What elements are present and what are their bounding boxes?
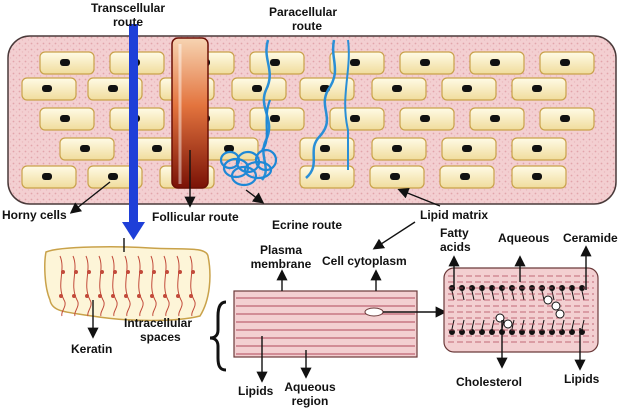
- label-horny-cells: Horny cells: [2, 208, 67, 222]
- lipid-bilayer-panel: [443, 245, 599, 371]
- horny-cell: [249, 51, 305, 75]
- horny-cell: [539, 51, 595, 75]
- label-lipids-left: Lipids: [238, 384, 274, 398]
- keratin-filament: [150, 255, 157, 317]
- horny-cell: [441, 137, 497, 161]
- label-aqueous: Aqueous: [284, 380, 336, 394]
- horny-cell: [399, 51, 455, 75]
- paracellular-path-b: [305, 39, 337, 179]
- cholesterol-ring: [555, 309, 565, 319]
- horny-cell: [21, 77, 77, 101]
- label-cell-cytoplasm: Cell cytoplasm: [322, 254, 407, 268]
- transcellular-arrow: [122, 24, 145, 240]
- horny-cell: [441, 77, 497, 101]
- lipid-head: [509, 329, 515, 335]
- horny-cell: [439, 165, 495, 189]
- lipid-head: [569, 285, 575, 291]
- label-lipid-matrix: Lipid matrix: [420, 208, 489, 222]
- membrane-panel: [233, 269, 447, 383]
- lipid-head: [469, 329, 475, 335]
- follicle-tube: [171, 37, 209, 189]
- cholesterol-ring: [503, 319, 513, 329]
- lipid-head: [489, 285, 495, 291]
- horny-cell: [469, 51, 525, 75]
- horny-cell: [329, 51, 385, 75]
- horny-cell: [231, 77, 287, 101]
- keratin-filament: [189, 255, 196, 317]
- label-keratin: Keratin: [71, 342, 113, 356]
- ecrine-coil: [219, 99, 278, 187]
- horny-cell: [371, 137, 427, 161]
- lipid-head: [459, 329, 465, 335]
- cholesterol-ring: [543, 295, 553, 305]
- horny-cell: [539, 107, 595, 131]
- lipid-head: [569, 329, 575, 335]
- label-intracellular: Intracellular: [124, 316, 193, 330]
- horny-cell: [469, 107, 525, 131]
- horny-cell: [249, 107, 305, 131]
- label-region: region: [291, 394, 329, 408]
- label-transcellular-route: route: [113, 15, 143, 29]
- horny-cell: [299, 137, 355, 161]
- keratin-filament: [137, 255, 144, 317]
- horny-cell: [87, 165, 143, 189]
- keratin-filament: [163, 255, 170, 317]
- horny-cell: [369, 165, 425, 189]
- keratin-filament: [111, 255, 118, 317]
- horny-cell: [299, 77, 355, 101]
- label-lipids-right: Lipids: [564, 372, 600, 386]
- horny-cell: [21, 165, 77, 189]
- horny-cell: [329, 107, 385, 131]
- horny-cell: [39, 51, 95, 75]
- label-plasma: Plasma: [259, 243, 303, 257]
- lipid-head: [579, 285, 585, 291]
- label-follicular-route: Follicular route: [152, 210, 239, 224]
- keratin-filament: [98, 255, 105, 317]
- horny-cell: [299, 165, 355, 189]
- label-spaces: spaces: [140, 330, 181, 344]
- lipid-head: [519, 329, 525, 335]
- label-transcellular: Transcellular: [90, 1, 166, 15]
- lipid-head: [539, 329, 545, 335]
- horny-cell: [39, 107, 95, 131]
- lipid-head: [549, 329, 555, 335]
- horny-cell: [59, 137, 115, 161]
- label-paracellular-route: route: [292, 19, 322, 33]
- lipid-head: [489, 329, 495, 335]
- horny-cell: [511, 137, 567, 161]
- lipid-head: [529, 329, 535, 335]
- horny-cell: [87, 77, 143, 101]
- label-fatty: Fatty: [440, 226, 469, 240]
- cholesterol-ring: [551, 301, 561, 311]
- horny-cell-detail: [44, 238, 211, 339]
- horny-cell: [399, 107, 455, 131]
- label-aqueous-top: Aqueous: [498, 231, 550, 245]
- label-acids: acids: [440, 240, 471, 254]
- keratin-filament: [124, 255, 131, 317]
- horny-cell: [203, 137, 259, 161]
- label-paracellular: Paracellular: [268, 5, 338, 19]
- cholesterol-ring: [495, 313, 505, 323]
- label-cholesterol: Cholesterol: [456, 375, 523, 389]
- horny-cell: [511, 165, 567, 189]
- keratin-filament: [85, 255, 92, 317]
- lipid-head: [479, 285, 485, 291]
- bracket: [209, 300, 227, 372]
- label-membrane: membrane: [250, 257, 312, 271]
- keratin-filament: [176, 255, 183, 317]
- label-ceramide: Ceramide: [563, 231, 618, 245]
- keratin-filament: [72, 255, 79, 317]
- horny-cell: [371, 77, 427, 101]
- lipid-head: [479, 329, 485, 335]
- lipid-head: [449, 329, 455, 335]
- horny-cell: [511, 77, 567, 101]
- lipid-head: [559, 329, 565, 335]
- label-ecrine-route: Ecrine route: [272, 218, 343, 232]
- keratin-filament: [59, 255, 66, 317]
